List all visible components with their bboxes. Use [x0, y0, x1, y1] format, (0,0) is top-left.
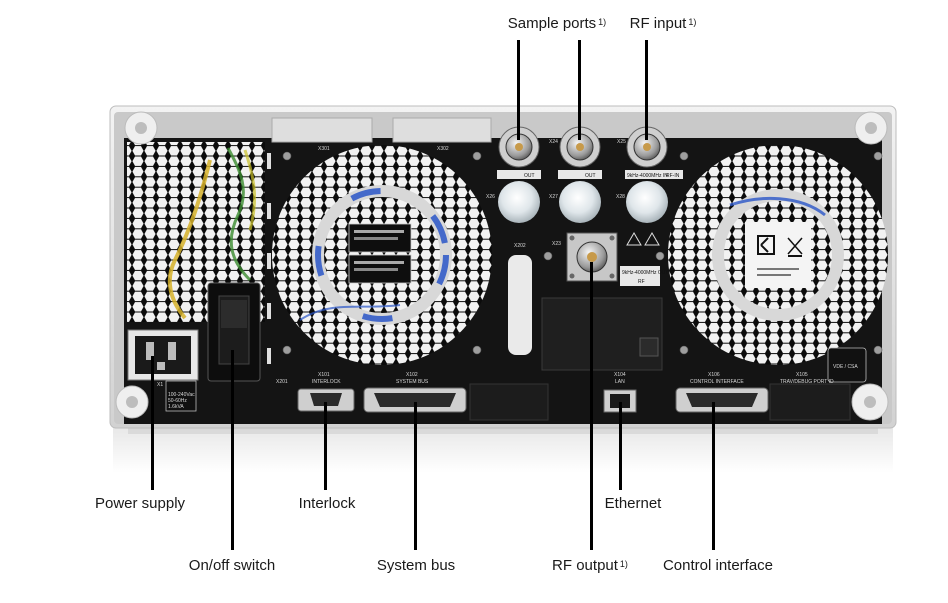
mark-x24: X24 — [549, 139, 558, 145]
mark-x26: X26 — [486, 194, 495, 200]
leader-onoff-switch — [231, 350, 234, 550]
ethernet-port — [603, 389, 637, 413]
mark-x25: X25 — [617, 139, 626, 145]
x202-slot — [508, 255, 532, 355]
mark-vde-csa: VDE / CSA — [833, 364, 858, 370]
callout-control-interface-text: Control interface — [662, 557, 774, 574]
callout-interlock: Interlock — [299, 495, 356, 513]
mark-trav-port: TRAV/DEBUG PORT ID — [780, 379, 834, 385]
mark-x202: X202 — [514, 243, 526, 249]
label-plate-right — [392, 117, 492, 143]
panel-markings: X301 X302 X24 X25 X26 X27 X28 X23 X202 X… — [157, 139, 858, 410]
leader-system-bus — [414, 402, 417, 550]
callout-ethernet: Ethernet — [605, 495, 662, 513]
leader-control-interface — [712, 402, 715, 550]
callout-rf-input-note: 1) — [688, 17, 697, 27]
mark-x106: X106 — [708, 372, 720, 378]
leader-rf-input — [645, 40, 648, 140]
leader-rf-output — [590, 262, 593, 550]
callout-onoff-switch-text: On/off switch — [188, 557, 276, 574]
corner-feet — [115, 111, 889, 421]
sample-port-connector-right — [559, 126, 601, 168]
blank-plate-inner — [639, 337, 659, 357]
floor-reflection — [113, 425, 893, 473]
mark-rf-in-tag: RF-IN — [666, 173, 680, 179]
warning-triangle-icon — [626, 232, 660, 246]
label-plate-left — [271, 117, 373, 143]
mark-power-rating-2: 50-60Hz — [168, 398, 187, 404]
callout-ethernet-text: Ethernet — [604, 495, 662, 512]
port-tag-2 — [558, 170, 602, 179]
power-inlet — [127, 329, 199, 381]
mark-interlock: INTERLOCK — [312, 379, 341, 385]
callout-sample-ports-note: 1) — [598, 17, 607, 27]
left-vent-grille — [127, 142, 265, 322]
protective-caps — [498, 181, 668, 223]
callout-sample-ports-text: Sample ports — [507, 15, 597, 32]
mark-system-bus: SYSTEM BUS — [396, 379, 429, 385]
mark-rf-in-range: 9kHz-4000MHz IN — [627, 173, 668, 179]
rf-input-connector — [626, 126, 668, 168]
mark-x301: X301 — [318, 146, 330, 152]
blank-plate-bottom-2 — [769, 383, 851, 421]
power-rating-label — [165, 380, 197, 412]
mark-x105: X105 — [796, 372, 808, 378]
leader-ethernet — [619, 402, 622, 490]
port-tag-1 — [497, 170, 541, 179]
left-fan — [272, 145, 492, 365]
mark-x302: X302 — [437, 146, 449, 152]
mark-power-rating-1: 100-240Vac — [168, 392, 195, 398]
mark-x102: X102 — [406, 372, 418, 378]
mark-control-interface: CONTROL INTERFACE — [690, 379, 744, 385]
control-interface-connector — [675, 387, 769, 413]
mark-out-2: OUT — [585, 173, 596, 179]
leader-power-supply — [151, 356, 154, 490]
mark-x27: X27 — [549, 194, 558, 200]
mark-rf-out-range: 9kHz-4000MHz OUT — [622, 270, 668, 276]
right-fan — [668, 145, 888, 365]
callout-control-interface: Control interface — [663, 557, 773, 575]
leader-interlock — [324, 402, 327, 490]
mark-x28: X28 — [616, 194, 625, 200]
vde-csa-badge — [827, 347, 867, 383]
mark-x104: X104 — [614, 372, 626, 378]
sample-port-connector-left — [498, 126, 540, 168]
mark-rf-tag: RF — [638, 279, 645, 285]
mark-x201: X201 — [276, 379, 288, 385]
callout-interlock-text: Interlock — [298, 495, 356, 512]
mark-x101: X101 — [318, 372, 330, 378]
mark-x1: X1 — [157, 382, 163, 388]
callout-onoff-switch: On/off switch — [189, 557, 275, 575]
slot-markers — [267, 153, 271, 364]
mark-out-1: OUT — [524, 173, 535, 179]
callout-rf-output-note: 1) — [619, 559, 628, 569]
panel-screws — [282, 151, 883, 355]
leader-sample-ports — [517, 40, 520, 140]
power-switch — [207, 282, 261, 382]
rf-output-tag — [620, 266, 660, 286]
blank-plate-bottom-1 — [469, 383, 549, 421]
callout-system-bus: System bus — [377, 557, 455, 575]
callout-rf-output-text: RF output — [552, 557, 618, 574]
leader-sample-ports-2 — [578, 40, 581, 140]
mark-power-rating-3: 1.6kVA — [168, 404, 184, 410]
port-tag-3 — [625, 170, 683, 179]
callout-power-supply: Power supply — [95, 495, 185, 513]
mark-lan: LAN — [615, 379, 625, 385]
callout-power-supply-text: Power supply — [94, 495, 186, 512]
blank-plate-center — [541, 297, 663, 371]
callout-rf-input-text: RF input — [629, 15, 687, 32]
mark-x23: X23 — [552, 241, 561, 247]
callout-system-bus-text: System bus — [376, 557, 456, 574]
